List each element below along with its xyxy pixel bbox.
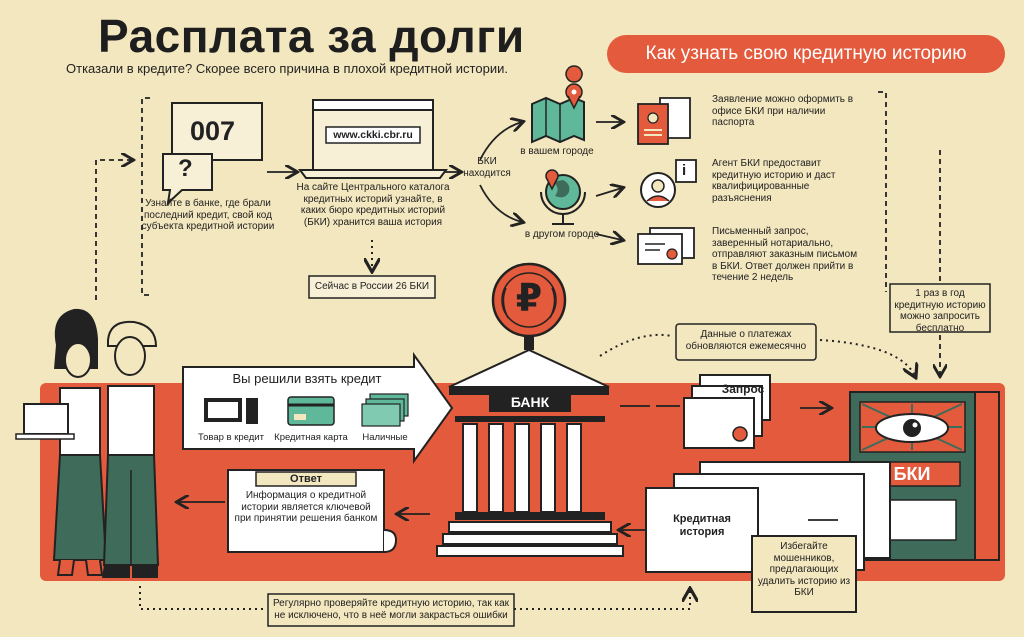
loop-arrow (95, 160, 132, 300)
russia-bki-count: Сейчас в России 26 БКИ (314, 281, 430, 292)
yearly-free-note: 1 раз в год кредитную историю можно запр… (894, 288, 986, 334)
section-pill: Как узнать свою кредитную историю (607, 35, 1005, 73)
russia-count-box (308, 275, 436, 299)
yearly-note-box (889, 283, 991, 333)
request-label: Запрос (721, 382, 765, 396)
map-icon (531, 65, 585, 144)
credit-history-scroll-icon (645, 461, 891, 613)
credit-history-label: Кредитная история (673, 513, 731, 538)
answer-title: Ответ (290, 473, 322, 485)
credit-banner (182, 351, 454, 465)
bki-label: БКИ (893, 464, 931, 484)
ruble-coin: ₽ (515, 278, 543, 320)
page-subtitle: Отказали в кредите? Скорее всего причина… (66, 61, 508, 76)
answer-scroll-icon (227, 469, 398, 553)
passport-icon (637, 97, 691, 145)
credit-option-card: Кредитная карта (274, 432, 348, 443)
footer-note: Регулярно проверяйте кредитную историю, … (272, 598, 510, 621)
method-office-text: Заявление можно оформить в офисе БКИ при… (712, 94, 854, 128)
people-illustration (15, 308, 160, 578)
globe-icon (540, 169, 586, 225)
letter-icon (637, 227, 695, 265)
catalog-url: www.ckki.cbr.ru (333, 129, 413, 141)
credit-option-goods: Товар в кредит (198, 432, 264, 443)
bubble-code: 007 (190, 116, 236, 146)
credit-banner-title: Вы решили взять кредит (232, 371, 382, 386)
step2-text: На сайте Центрального каталога кредитных… (296, 182, 450, 228)
bki-location-label: БКИ находится (463, 156, 511, 179)
method-letter-text: Письменный запрос, заверенный нотариальн… (712, 226, 858, 283)
speech-bubble-icon (162, 102, 263, 206)
answer-text: Информация о кредитной истории является … (234, 490, 378, 524)
fraud-warning: Избегайте мошенников, предлагающих удали… (757, 541, 851, 598)
footer-note-box (267, 593, 515, 627)
bubble-question: ? (178, 155, 193, 182)
payments-note-box (675, 323, 817, 361)
city-other-label: в другом городе (524, 229, 600, 240)
credit-option-cash: Наличные (362, 432, 408, 443)
bank-illustration (436, 262, 624, 557)
payments-update-note: Данные о платежах обновляются ежемесячно (685, 329, 807, 352)
agent-icon (640, 159, 697, 208)
laptop-icon (298, 99, 448, 179)
page-title: Расплата за долги (98, 10, 525, 62)
step1-text: Узнайте в банке, где брали последний кре… (141, 198, 275, 232)
city-same-label: в вашем городе (520, 146, 594, 157)
bank-sign: БАНК (510, 394, 550, 410)
request-envelope-icon (683, 374, 771, 449)
method-agent-text: Агент БКИ предоставит кредитную историю … (712, 158, 836, 204)
info-badge: i (682, 162, 687, 179)
